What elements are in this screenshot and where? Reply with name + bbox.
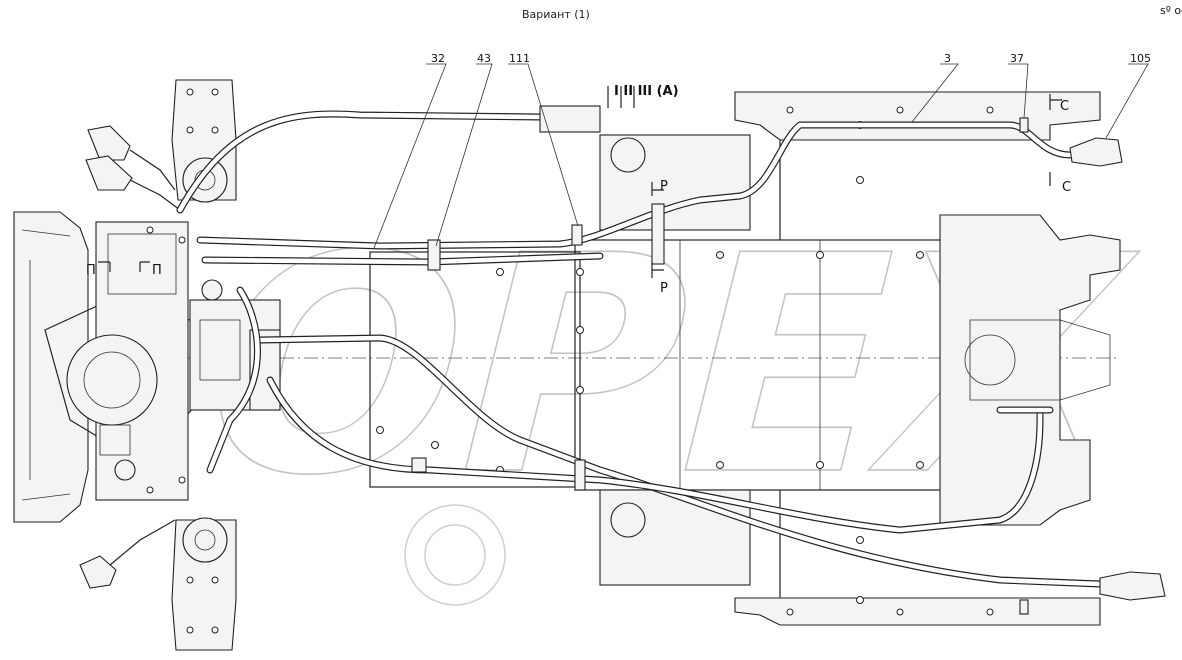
section-mark-pi: П П: [86, 261, 162, 278]
section-mark-c: C C: [1049, 94, 1071, 195]
callout-3: 3: [944, 52, 951, 65]
callout-105: 105: [1130, 52, 1151, 65]
pump-assembly: [189, 279, 281, 411]
section-mark-p: P P: [651, 179, 668, 296]
callout-37: 37: [1010, 52, 1024, 65]
quick-couplings-lower: [79, 519, 176, 589]
section-pi-left: П: [86, 263, 96, 278]
drawing-title: Вариант (1): [522, 8, 590, 21]
upper-hub-bracket: [171, 79, 237, 203]
leader-lines: [373, 63, 1149, 249]
quick-couplings-upper: [85, 125, 181, 211]
hose-clamps: [411, 105, 1029, 615]
section-p-top: P: [660, 179, 668, 194]
lower-hub-bracket: [171, 517, 237, 651]
valve-block: [66, 221, 189, 501]
callout-32: 32: [431, 52, 445, 65]
corner-mark: sº ooo: [1160, 4, 1182, 17]
callout-43: 43: [477, 52, 491, 65]
section-p-bottom: P: [660, 281, 668, 296]
hydraulic-lines: [176, 110, 1104, 588]
frame-rails: [369, 91, 1101, 626]
section-c-bottom: C: [1062, 180, 1071, 195]
section-c-top: C: [1060, 99, 1069, 114]
section-pi-right: П: [152, 263, 162, 278]
right-couplings: [1069, 137, 1166, 601]
watermark-gear: [404, 504, 506, 606]
rear-axle: [939, 214, 1121, 526]
view-label: I II III (A): [614, 84, 679, 99]
callout-111: 111: [509, 52, 530, 65]
